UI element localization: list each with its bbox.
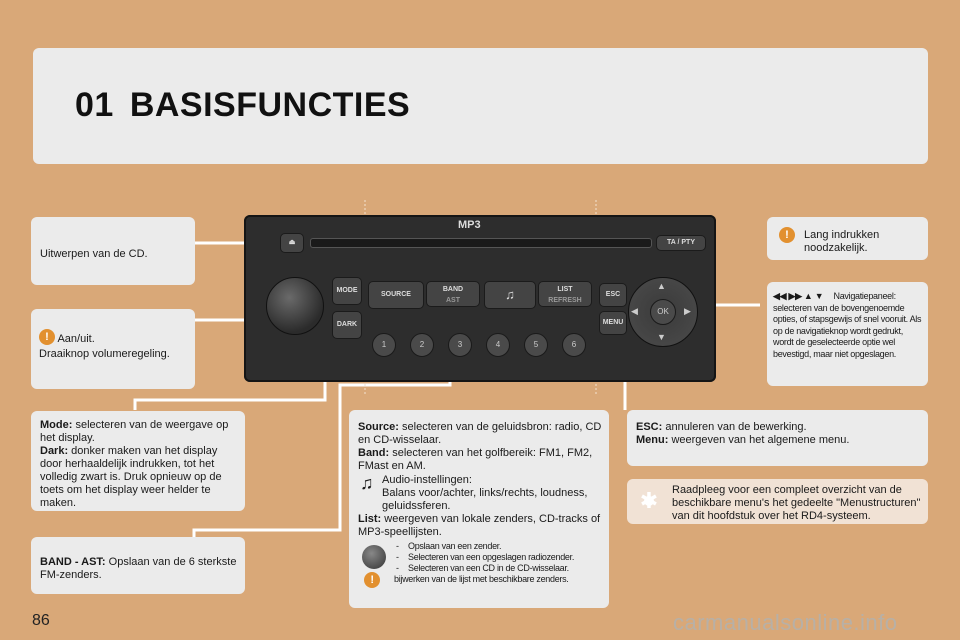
band-label: Band: [358, 447, 390, 459]
band-ast-text: BAND - AST: Opslaan van de 6 sterkste FM… [40, 556, 240, 582]
nav-body: selecteren van de bovengenoemde opties, … [773, 302, 922, 359]
preset-button-1[interactable]: 1 [372, 333, 396, 357]
band-button-label: BAND [442, 286, 464, 293]
source-text: selecteren van de geluidsbron: radio, CD… [358, 421, 602, 446]
refresh-button-label: REFRESH [548, 297, 582, 304]
ta-pty-button[interactable]: TA / PTY [656, 235, 706, 251]
audio-button[interactable]: ♫ [484, 281, 536, 309]
eject-text: Uitwerpen van de CD. [40, 248, 148, 260]
nav-title: Navigatiepaneel: [833, 291, 897, 301]
callout-esc-menu: ESC: annuleren van de bewerking. Menu: w… [627, 410, 928, 466]
chapter-header: 01 BASISFUNCTIES [33, 48, 928, 164]
band-text: selecteren van het golfbereik: FM1, FM2,… [358, 447, 593, 472]
preset-button-3[interactable]: 3 [448, 333, 472, 357]
ok-button[interactable]: OK [650, 299, 676, 325]
watermark: carmanualsonline.info [673, 610, 898, 635]
preset-button-5[interactable]: 5 [524, 333, 548, 357]
brand-label: MP3 [458, 219, 481, 231]
chapter-number: 01 [75, 86, 114, 124]
callout-menu-overview: Raadpleeg voor een compleet overzicht va… [627, 479, 928, 524]
callout-power: Aan/uit. Draaiknop volumeregeling. [31, 309, 195, 389]
preset-button-icon [362, 545, 386, 569]
power-text-block: Aan/uit. Draaiknop volumeregeling. [39, 329, 170, 361]
mode-text: selecteren van de weergave op het displa… [40, 419, 229, 444]
audio-body: Balans voor/achter, links/rechts, loudne… [382, 487, 588, 512]
music-note-icon: ♫ [360, 473, 374, 493]
chapter-title: BASISFUNCTIES [129, 86, 411, 124]
menu-button[interactable]: MENU [599, 311, 627, 335]
callout-eject: Uitwerpen van de CD. [31, 217, 195, 285]
option-select-cd: Selecteren van een CD in de CD-wisselaar… [394, 563, 604, 574]
source-button-label: SOURCE [381, 291, 411, 298]
preset-button-6[interactable]: 6 [562, 333, 586, 357]
nav-up-icon[interactable]: ▲ [657, 281, 666, 291]
audio-title: Audio-instellingen: [382, 474, 472, 486]
esc-text: annuleren van de bewerking. [662, 421, 807, 433]
update-list-text: bijwerken van de lijst met beschikbare z… [394, 574, 569, 584]
power-body: Draaiknop volumeregeling. [39, 348, 170, 360]
mode-label: Mode: [40, 419, 73, 431]
center-text: Source: selecteren van de geluidsbron: r… [358, 421, 604, 588]
preset-button-4[interactable]: 4 [486, 333, 510, 357]
band-ast-label: BAND - AST: [40, 556, 106, 568]
nav-right-icon[interactable]: ▶ [684, 306, 691, 316]
dark-label: Dark: [40, 445, 69, 457]
list-button-label: LIST [557, 286, 573, 293]
preset-button-2[interactable]: 2 [410, 333, 434, 357]
option-store-station: Opslaan van een zender. [394, 541, 604, 552]
band-ast-button[interactable]: BAND AST [426, 281, 480, 307]
ast-button-label: AST [446, 297, 460, 304]
volume-knob[interactable] [266, 277, 324, 335]
list-text: weergeven van lokale zenders, CD-tracks … [358, 513, 601, 538]
callout-navigation: ◀◀ ▶▶ ▲ ▼ Navigatiepaneel: selecteren va… [767, 282, 928, 386]
source-label: Source: [358, 421, 399, 433]
list-button[interactable]: LIST REFRESH [538, 281, 592, 307]
menu-label: Menu: [636, 434, 669, 446]
band-ast-body: Opslaan van de 6 sterkste FM-zenders. [40, 556, 237, 581]
mode-button[interactable]: MODE [332, 277, 362, 305]
nav-left-icon[interactable]: ◀ [631, 306, 638, 316]
list-options: Opslaan van een zender. Selecteren van e… [358, 541, 604, 574]
menu-text: weergeven van het algemene menu. [668, 434, 850, 446]
cd-slot [310, 238, 652, 248]
audio-settings-block: ♫ Audio-instellingen: Balans voor/achter… [358, 474, 604, 513]
tip-sun-icon [638, 488, 660, 514]
radio-unit: MP3 ⏏ TA / PTY MODE DARK SOURCE BAND AST… [244, 215, 716, 382]
option-select-station: Selecteren van een opgeslagen radiozende… [394, 552, 604, 563]
warning-icon [779, 227, 795, 243]
nav-down-icon[interactable]: ▼ [657, 332, 666, 342]
page-number: 86 [32, 612, 50, 629]
long-press-text: Lang indrukken noodzakelijk. [804, 229, 880, 254]
navigation-text: ◀◀ ▶▶ ▲ ▼ Navigatiepaneel: selecteren va… [773, 291, 925, 360]
mode-dark-text: Mode: selecteren van de weergave op het … [40, 419, 240, 510]
update-list-row: bijwerken van de lijst met beschikbare z… [358, 572, 604, 588]
music-note-icon: ♫ [505, 287, 515, 302]
dark-text: donker maken van het display door herhaa… [40, 445, 222, 509]
esc-button[interactable]: ESC [599, 283, 627, 307]
source-button[interactable]: SOURCE [368, 281, 424, 309]
callout-mode-dark: Mode: selecteren van de weergave op het … [31, 411, 245, 511]
callout-band-ast: BAND - AST: Opslaan van de 6 sterkste FM… [31, 537, 245, 594]
dark-button[interactable]: DARK [332, 311, 362, 339]
nav-symbols: ◀◀ ▶▶ ▲ ▼ [773, 291, 824, 301]
eject-button[interactable]: ⏏ [280, 233, 304, 253]
overview-text: Raadpleeg voor een compleet overzicht va… [672, 484, 921, 522]
list-label: List: [358, 513, 382, 525]
warning-icon [364, 572, 380, 588]
esc-menu-text: ESC: annuleren van de bewerking. Menu: w… [636, 421, 849, 447]
esc-label: ESC: [636, 421, 663, 433]
power-title: Aan/uit. [57, 333, 95, 345]
page-title: 01 BASISFUNCTIES [75, 86, 410, 125]
callout-long-press: Lang indrukken noodzakelijk. [767, 217, 928, 260]
callout-source-band-list: Source: selecteren van de geluidsbron: r… [349, 410, 609, 608]
warning-icon [39, 329, 55, 345]
